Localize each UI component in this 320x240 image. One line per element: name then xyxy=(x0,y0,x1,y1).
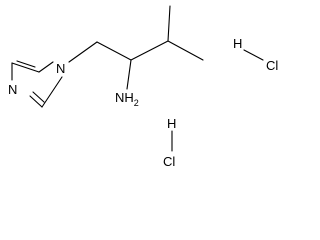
ring-bond-c2-n1 xyxy=(41,76,63,108)
ring-bond-c5-c4-double xyxy=(16,60,36,68)
hydrogen-chloride-1: H Cl xyxy=(233,36,278,73)
bond-ch-ch-isopropyl xyxy=(130,40,169,61)
ring-bond-n1-c5 xyxy=(38,61,54,73)
hcl-1-bond xyxy=(243,49,264,61)
ring-bond-c5-c4 xyxy=(11,62,40,73)
alkyl-chain xyxy=(68,5,204,90)
hcl-1-hydrogen: H xyxy=(233,36,242,51)
hcl-2-hydrogen: H xyxy=(167,116,176,131)
chemical-structure-diagram: N N NH2 H Cl H Cl xyxy=(8,5,278,169)
ring-bond-n3-c2 xyxy=(29,95,43,108)
imidazole-ring xyxy=(11,60,63,108)
atom-label-n-ring: N xyxy=(8,82,17,97)
ring-bond-n3-c2-double xyxy=(32,91,45,103)
hcl-1-chlorine: Cl xyxy=(266,58,278,73)
bond-isopropyl-methyl-top xyxy=(167,5,171,42)
bond-ch2-ch xyxy=(96,41,132,61)
bond-ch-nh2 xyxy=(126,59,132,90)
bond-isopropyl-methyl-right xyxy=(167,40,204,61)
hcl-2-chlorine: Cl xyxy=(163,154,175,169)
bond-n1-ch2 xyxy=(68,41,98,63)
atom-label-n-substituted: N xyxy=(56,61,65,76)
hydrogen-chloride-2: H Cl xyxy=(163,116,176,169)
atom-label-amine: NH2 xyxy=(115,90,139,108)
